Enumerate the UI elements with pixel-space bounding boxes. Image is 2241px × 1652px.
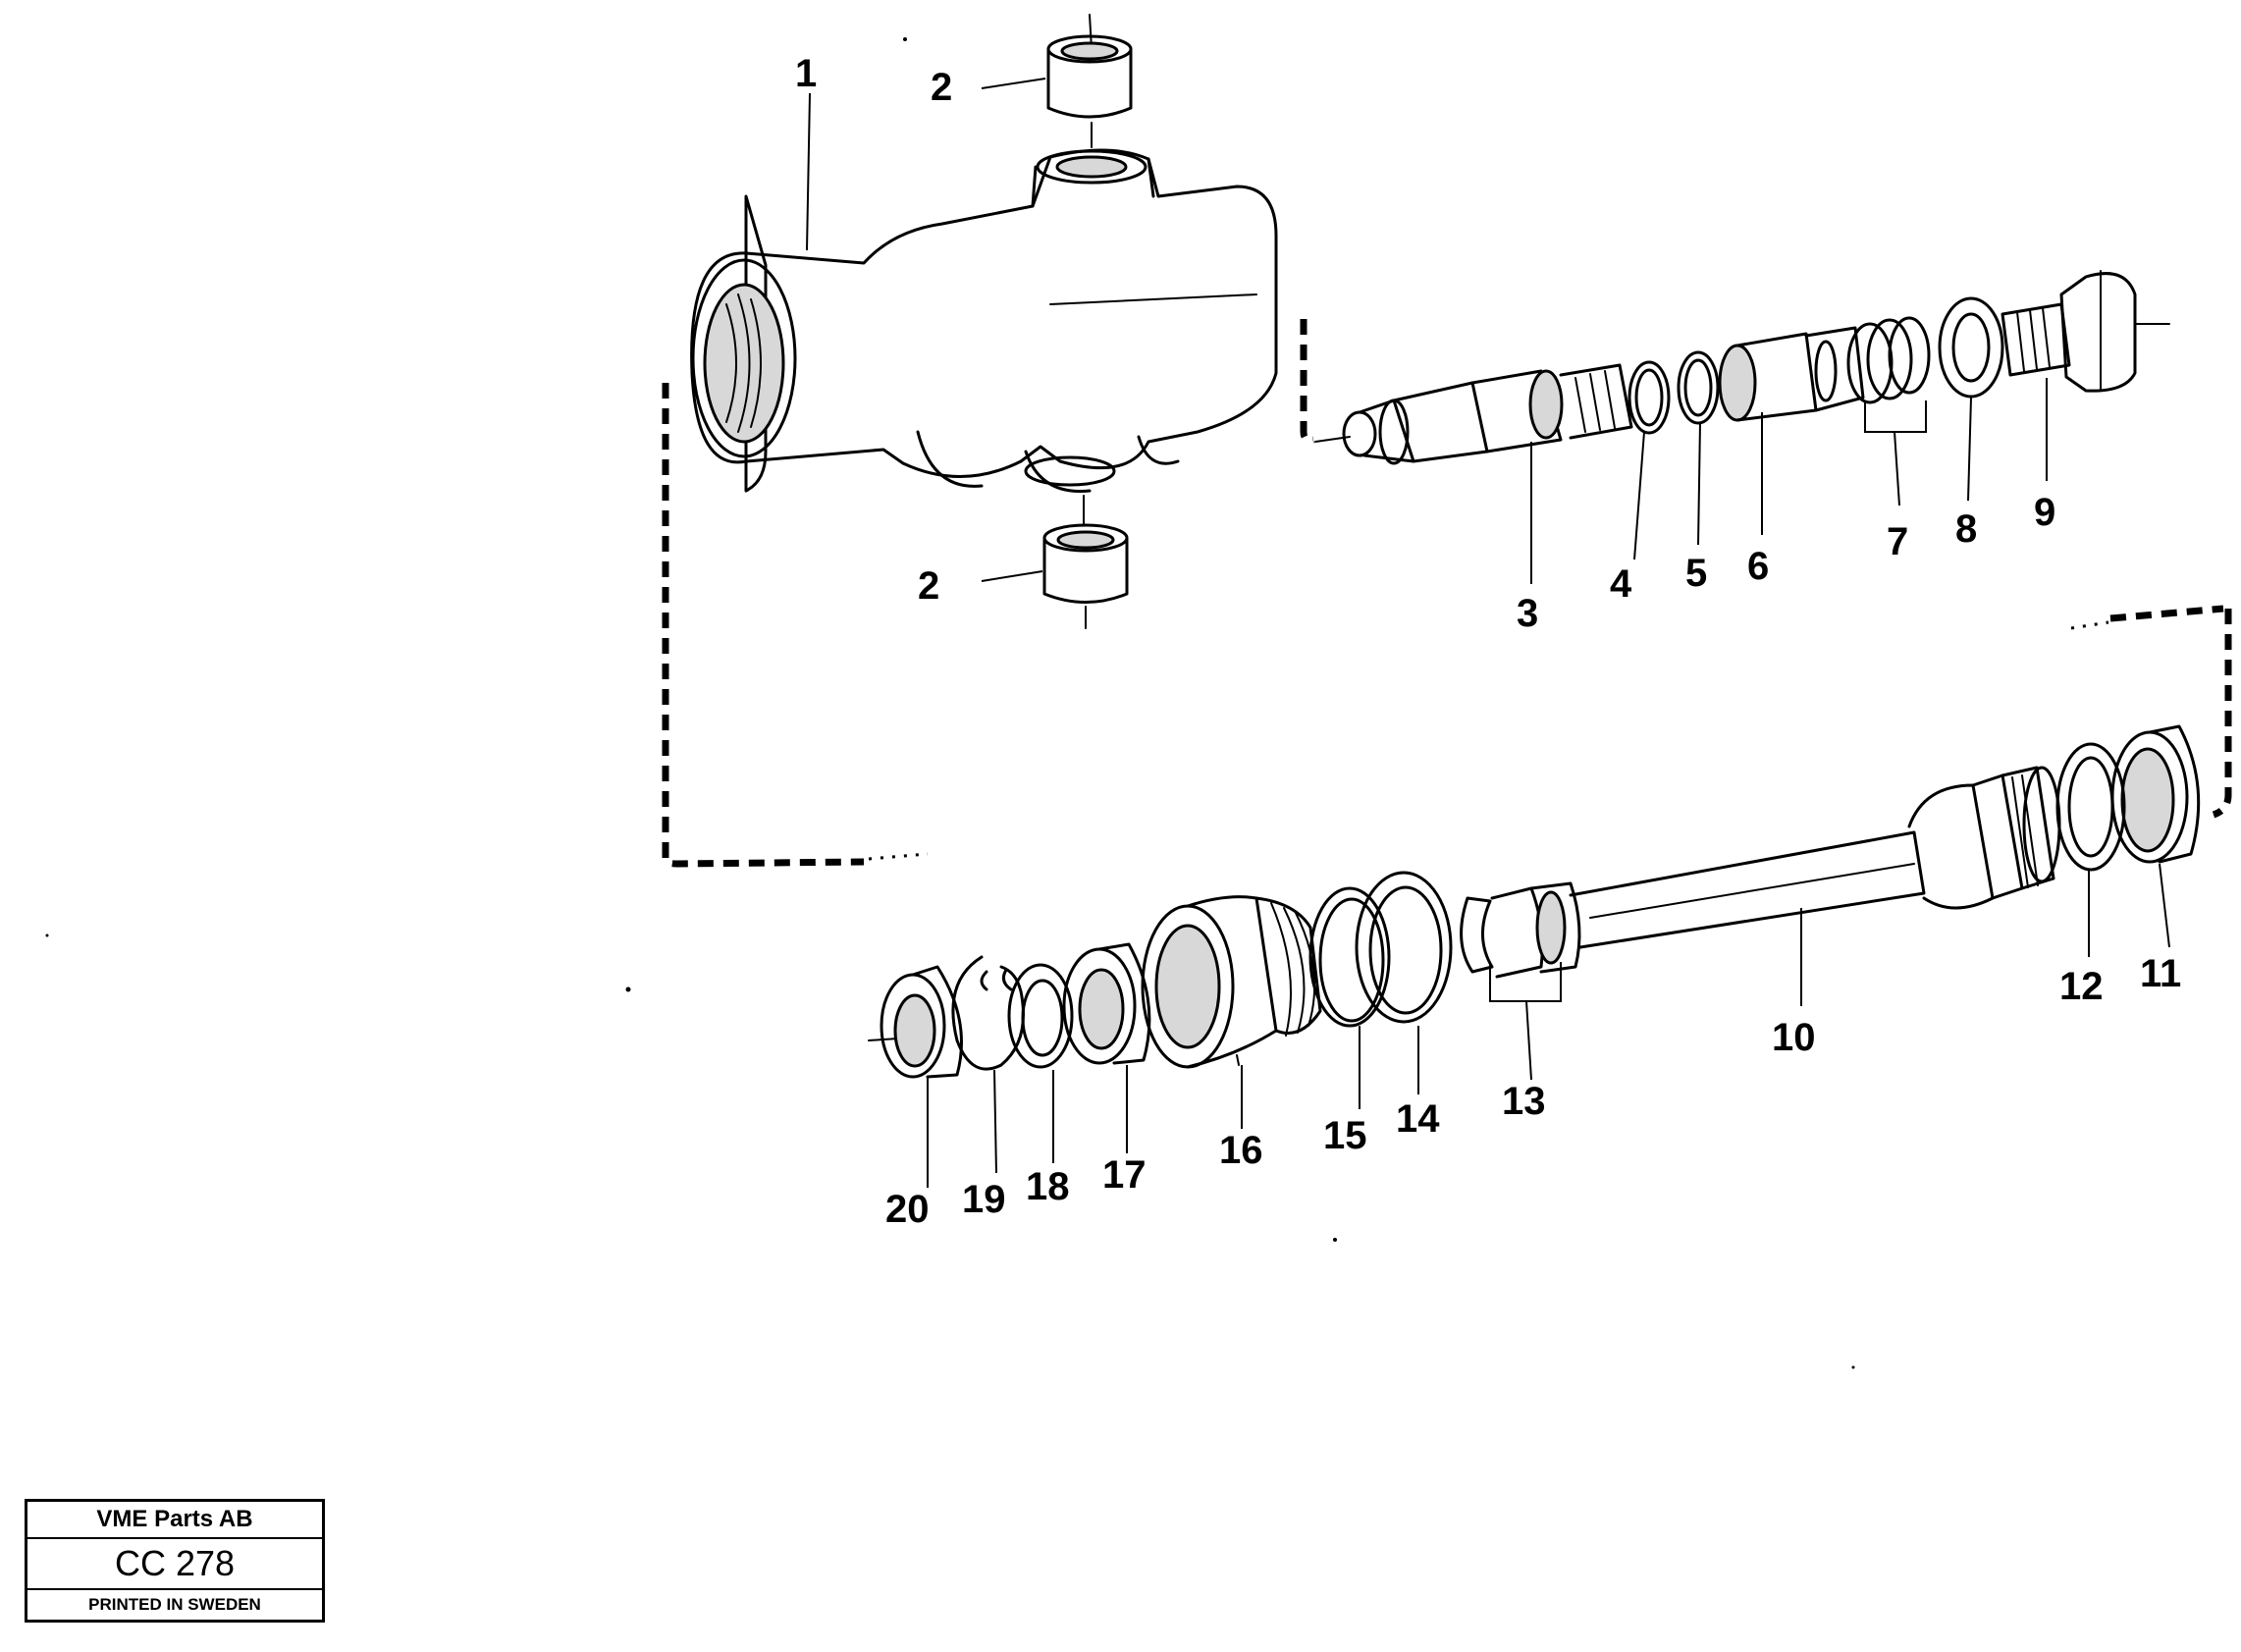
part-4-o-ring[interactable]	[1627, 360, 1671, 435]
company-name: VME Parts AB	[27, 1502, 322, 1539]
connection-lines	[662, 319, 2232, 868]
part-2-bushing-top[interactable]	[1046, 14, 1133, 148]
callout-2-bottom: 2	[918, 564, 939, 608]
callout-8: 8	[1955, 507, 1977, 551]
part-10-piston-rod[interactable]	[1569, 766, 2061, 949]
callout-15: 15	[1323, 1114, 1367, 1157]
callout-12: 12	[2059, 965, 2104, 1008]
part-9-plug[interactable]	[2001, 270, 2170, 393]
callout-18: 18	[1026, 1165, 1070, 1208]
callout-3: 3	[1517, 592, 1538, 635]
part-6-valve-seat[interactable]	[1718, 326, 1865, 422]
callout-14: 14	[1396, 1097, 1440, 1141]
callout-1: 1	[795, 52, 817, 95]
printed-note: PRINTED IN SWEDEN	[88, 1595, 261, 1614]
callout-9: 9	[2034, 491, 2055, 534]
part-16-cylinder-head[interactable]	[1141, 895, 1322, 1069]
part-20-wiper[interactable]	[868, 965, 963, 1079]
callout-5: 5	[1685, 552, 1707, 595]
diagram-code: CC 278	[27, 1539, 322, 1590]
callout-6: 6	[1747, 545, 1769, 588]
callout-7: 7	[1887, 520, 1908, 563]
part-8-washer[interactable]	[1938, 296, 2004, 399]
callout-17: 17	[1102, 1153, 1147, 1197]
callout-10: 10	[1772, 1016, 1816, 1059]
callout-2-top: 2	[931, 66, 952, 109]
callout-16: 16	[1219, 1129, 1263, 1172]
callout-19: 19	[962, 1178, 1006, 1221]
part-3-valve-spool[interactable]	[1314, 363, 1633, 465]
part-13-split-ring[interactable]	[1460, 881, 1581, 1081]
callout-4: 4	[1610, 562, 1632, 606]
part-7-shims[interactable]	[1846, 316, 1931, 506]
callout-labels: 1 2 2 3 4 5 6 7 8 9 10 11 12 13 14 15 16…	[795, 52, 2181, 1231]
scan-specks	[45, 37, 1855, 1369]
part-12-ring[interactable]	[2055, 742, 2126, 872]
part-1-valve-housing[interactable]	[690, 148, 1278, 493]
part-14-ring[interactable]	[1355, 871, 1453, 1024]
part-15-o-ring[interactable]	[1308, 886, 1391, 1028]
callout-13: 13	[1502, 1080, 1546, 1123]
title-block: VME Parts AB CC 278 PRINTED IN SWEDEN	[25, 1499, 325, 1623]
part-2-bushing-bottom[interactable]	[1042, 495, 1129, 629]
leader-lines	[806, 78, 2170, 1188]
part-19-circlip[interactable]	[951, 955, 1025, 1071]
callout-11: 11	[2140, 952, 2181, 995]
callout-20: 20	[885, 1188, 930, 1231]
part-5-o-ring[interactable]	[1677, 350, 1720, 425]
part-11-ring[interactable]	[2110, 724, 2201, 864]
part-17-bushing[interactable]	[1062, 942, 1151, 1065]
part-18-washer[interactable]	[1007, 963, 1074, 1069]
